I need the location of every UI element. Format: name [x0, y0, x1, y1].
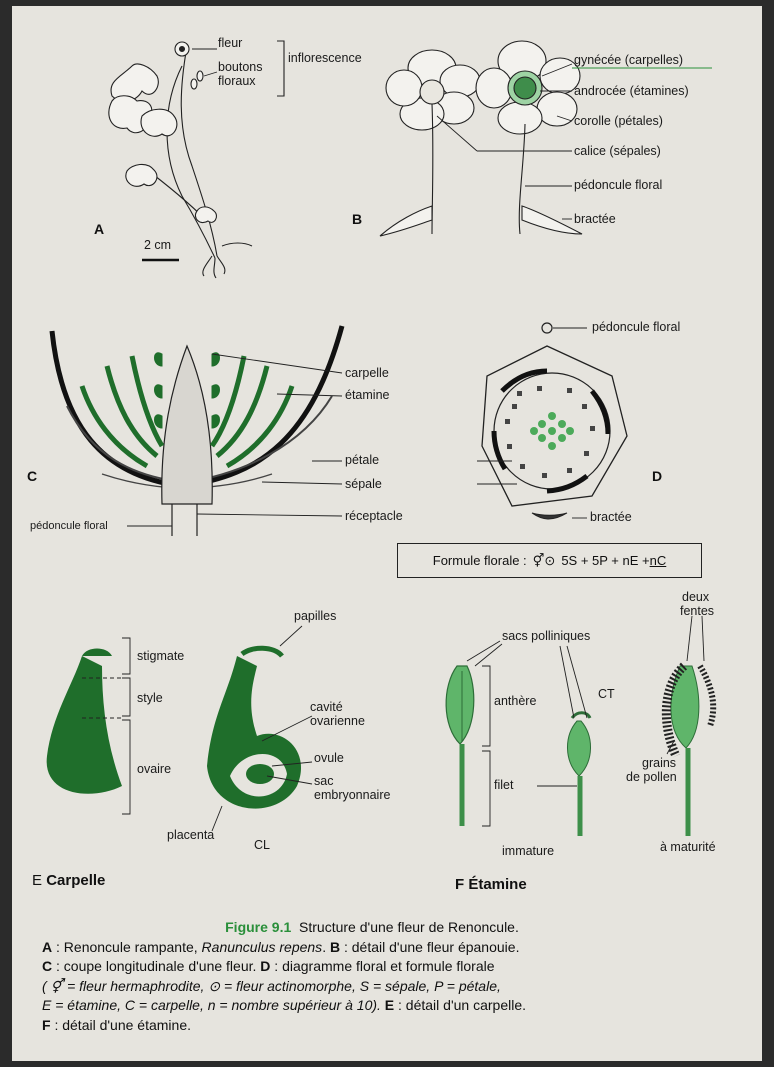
- text-a-end: .: [322, 939, 330, 955]
- label-pedoncule-b: pédoncule floral: [574, 178, 662, 192]
- formula-text: 5S + 5P + nE +: [561, 553, 649, 568]
- label-ovaire: ovaire: [137, 762, 171, 776]
- figure-caption: Figure 9.1 Structure d'une fleur de Reno…: [42, 918, 742, 1035]
- label-sac: sac: [314, 774, 333, 788]
- label-etamine: étamine: [345, 388, 389, 402]
- label-calice: calice (sépales): [574, 144, 661, 158]
- formula-underlined: nC: [650, 553, 667, 568]
- caption-line-4: E = étamine, C = carpelle, n = nombre su…: [42, 996, 742, 1016]
- label-ovule: ovule: [314, 751, 344, 765]
- label-anthere: anthère: [494, 694, 536, 708]
- flower-section: [52, 326, 342, 536]
- formula-symbols: ⚥⊙: [533, 553, 556, 569]
- label-style: style: [137, 691, 163, 705]
- text-c: : coupe longitudinale d'une fleur.: [52, 958, 260, 974]
- key-c: C: [42, 958, 52, 974]
- label-a-maturite: à maturité: [660, 840, 716, 854]
- text-a: : Renoncule rampante,: [52, 939, 201, 955]
- label-de-pollen: de pollen: [626, 770, 677, 784]
- label-sepale: sépale: [345, 477, 382, 491]
- label-boutons: boutons: [218, 60, 262, 74]
- text-d: : diagramme floral et formule florale: [270, 958, 494, 974]
- panel-b-letter: B: [352, 211, 362, 227]
- species-name: Ranunculus repens: [202, 939, 323, 955]
- caption-line-2: C : coupe longitudinale d'une fleur. D :…: [42, 957, 742, 977]
- floral-diagram: [477, 323, 627, 519]
- key-a: A: [42, 939, 52, 955]
- label-ct: CT: [598, 687, 615, 701]
- label-fentes: fentes: [680, 604, 714, 618]
- label-pedoncule-c: pédoncule floral: [30, 519, 108, 533]
- floral-formula-box: Formule florale : ⚥⊙ 5S + 5P + nE + nC: [397, 543, 702, 578]
- caption-line-3: ( ⚥ = fleur hermaphrodite, ⊙ = fleur act…: [42, 977, 742, 997]
- panel-e-title-text: Carpelle: [46, 872, 105, 889]
- label-deux: deux: [682, 590, 709, 604]
- caption-line-1: A : Renoncule rampante, Ranunculus repen…: [42, 938, 742, 958]
- label-bractee-d: bractée: [590, 510, 632, 524]
- panel-c-letter: C: [27, 468, 37, 484]
- legend-line-2: E = étamine, C = carpelle, n = nombre su…: [42, 997, 385, 1013]
- key-e: E: [385, 997, 394, 1013]
- key-f: F: [42, 1017, 51, 1033]
- caption-title-line: Figure 9.1 Structure d'une fleur de Reno…: [12, 918, 742, 938]
- carpel-drawing: [47, 648, 301, 808]
- inflorescence-bracket: [277, 41, 284, 96]
- text-f: : détail d'une étamine.: [51, 1017, 191, 1033]
- figure-title: Structure d'une fleur de Renoncule.: [299, 919, 519, 935]
- panel-f-title: F Étamine: [455, 876, 527, 893]
- label-petale: pétale: [345, 453, 379, 467]
- label-ovarienne: ovarienne: [310, 714, 365, 728]
- panel-a-letter: A: [94, 221, 104, 237]
- label-corolle: corolle (pétales): [574, 114, 663, 128]
- label-floraux: floraux: [218, 74, 256, 88]
- key-d: D: [260, 958, 270, 974]
- label-sacs-polliniques: sacs polliniques: [502, 629, 590, 643]
- label-gynecee: gynécée (carpelles): [574, 53, 683, 67]
- label-bractee-b: bractée: [574, 212, 616, 226]
- text-e: : détail d'un carpelle.: [394, 997, 526, 1013]
- formula-label: Formule florale :: [433, 553, 527, 568]
- label-androcee: androcée (étamines): [574, 84, 689, 98]
- label-embryonnaire: embryonnaire: [314, 788, 390, 802]
- label-fleur: fleur: [218, 36, 242, 50]
- figure-number: Figure 9.1: [225, 919, 291, 935]
- label-grains: grains: [642, 756, 676, 770]
- flower-b-left: [380, 50, 480, 236]
- textbook-page: { "panel_a": { "letter": "A", "fleur": "…: [12, 6, 762, 1061]
- label-carpelle: carpelle: [345, 366, 389, 380]
- key-b: B: [330, 939, 340, 955]
- flower-b-right: [476, 41, 582, 234]
- panel-e-letter: E: [32, 872, 42, 889]
- label-receptacle: réceptacle: [345, 509, 403, 523]
- label-stigmate: stigmate: [137, 649, 184, 663]
- label-papilles: papilles: [294, 609, 336, 623]
- label-filet: filet: [494, 778, 513, 792]
- label-scale: 2 cm: [144, 238, 171, 252]
- panel-e-title: E Carpelle: [32, 872, 105, 889]
- panel-d-letter: D: [652, 468, 662, 484]
- label-inflorescence: inflorescence: [288, 51, 362, 65]
- label-pedoncule-d: pédoncule floral: [592, 320, 680, 334]
- label-placenta: placenta: [167, 828, 214, 842]
- label-cl: CL: [254, 838, 270, 852]
- label-immature: immature: [502, 844, 554, 858]
- illustration-canvas: [12, 6, 762, 1061]
- text-b: : détail d'une fleur épanouie.: [340, 939, 519, 955]
- caption-line-5: F : détail d'une étamine.: [42, 1016, 742, 1036]
- f-leader-lines: [467, 616, 704, 826]
- label-cavite: cavité: [310, 700, 343, 714]
